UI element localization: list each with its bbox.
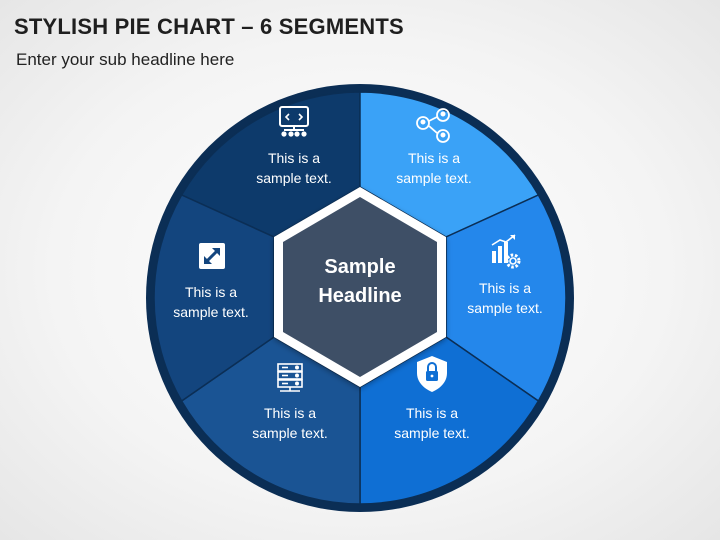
people-network-icon xyxy=(416,108,450,143)
segment-2-text-line1: This is a xyxy=(408,150,460,166)
segment-4-text-line2: sample text. xyxy=(394,425,469,441)
segment-4-text-line1: This is a xyxy=(406,405,458,421)
server-rack-icon xyxy=(277,363,303,392)
segment-5-text-line1: This is a xyxy=(264,405,316,421)
center-headline-line1: Sample xyxy=(324,256,395,278)
center-headline-line2: Headline xyxy=(318,285,401,307)
chart-gear-icon xyxy=(491,234,521,269)
segment-5[interactable] xyxy=(180,336,361,505)
segment-3[interactable] xyxy=(445,194,567,403)
center-hexagon xyxy=(283,197,437,377)
segment-5-text-line2: sample text. xyxy=(252,425,327,441)
segment-6[interactable] xyxy=(153,194,275,403)
segment-3-text-line1: This is a xyxy=(479,280,531,296)
monitor-network-icon xyxy=(279,106,309,137)
segment-2[interactable] xyxy=(359,91,540,238)
resize-arrow-icon xyxy=(199,243,225,269)
page-subtitle: Enter your sub headline here xyxy=(16,50,235,69)
segment-1-text-line1: This is a xyxy=(268,150,320,166)
shield-lock-icon xyxy=(417,356,447,392)
segment-1-text-line2: sample text. xyxy=(256,170,331,186)
segment-4[interactable] xyxy=(359,336,540,505)
page-title: STYLISH PIE CHART – 6 SEGMENTS xyxy=(14,14,404,39)
segment-6-text-line2: sample text. xyxy=(173,304,248,320)
segment-1[interactable] xyxy=(180,91,361,238)
segment-6-text-line1: This is a xyxy=(185,284,237,300)
segment-3-text-line2: sample text. xyxy=(467,300,542,316)
segment-2-text-line2: sample text. xyxy=(396,170,471,186)
